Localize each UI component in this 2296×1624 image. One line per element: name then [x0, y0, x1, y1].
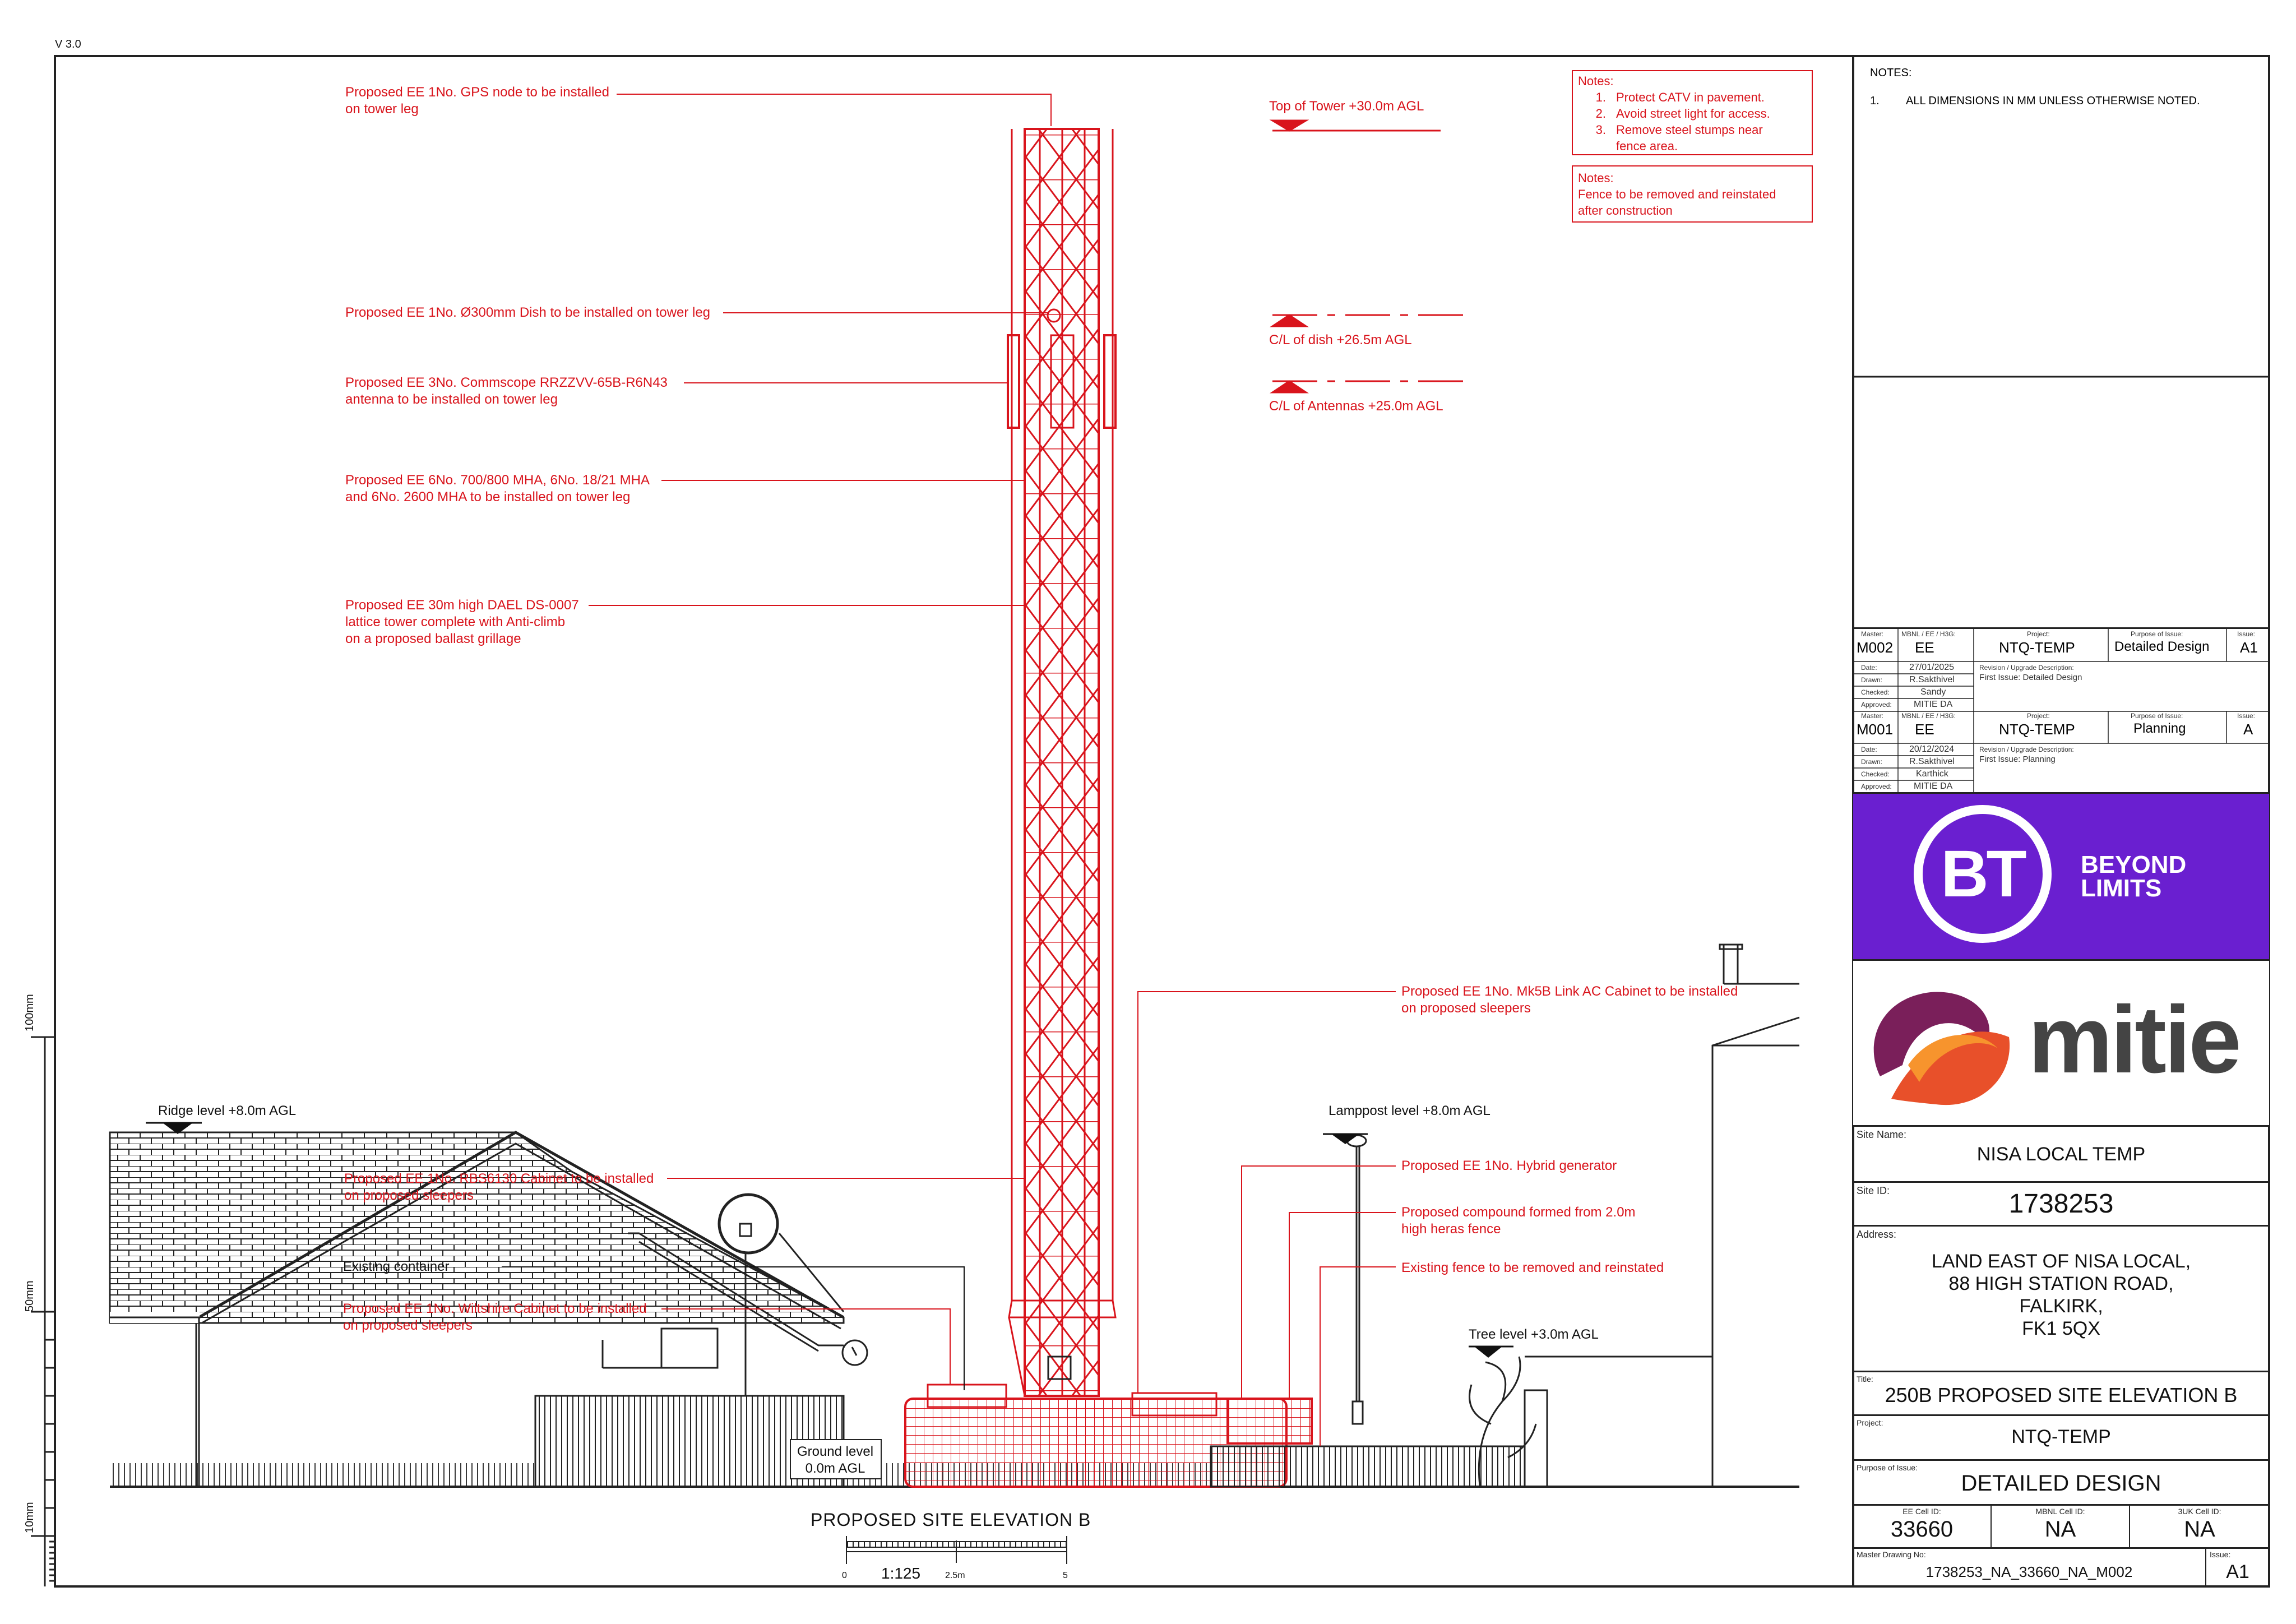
- middle-building: [601, 1232, 868, 1396]
- drawing-border: [54, 55, 2270, 1588]
- callout-fence: Existing fence to be removed and reinsta…: [1401, 1260, 1664, 1275]
- scale-ratio: 1:125: [881, 1565, 921, 1582]
- callout-rbs: Proposed EE 1No. RBS6130 Cabinet to be i…: [344, 1171, 654, 1203]
- wiltshire-cabinet: [927, 1384, 1007, 1408]
- mbnl-cell-id: MBNL Cell ID: NA: [1992, 1506, 2130, 1548]
- project-block: Project: NTQ-TEMP: [1853, 1414, 2269, 1459]
- callout-antenna: Proposed EE 3No. Commscope RRZZVV-65B-R6…: [345, 375, 668, 407]
- cell-ids-block: EE Cell ID: 33660 MBNL Cell ID: NA 3UK C…: [1853, 1504, 2269, 1548]
- level-top-tower: Top of Tower +30.0m AGL: [1269, 99, 1424, 114]
- title-field-block: Title: 250B PROPOSED SITE ELEVATION B: [1853, 1371, 2269, 1414]
- right-building: [1524, 943, 1800, 1488]
- lattice-tower: [1007, 128, 1117, 1397]
- callout-generator: Proposed EE 1No. Hybrid generator: [1401, 1158, 1617, 1173]
- tree: [1469, 1356, 1537, 1486]
- general-notes: NOTES: 1.ALL DIMENSIONS IN MM UNLESS OTH…: [1870, 67, 2200, 107]
- callout-dish: Proposed EE 1No. Ø300mm Dish to be insta…: [345, 305, 711, 320]
- level-antennas: C/L of Antennas +25.0m AGL: [1269, 399, 1443, 414]
- scale-tick-0: 0: [842, 1571, 847, 1580]
- ruler-label-10: 10mm: [24, 1502, 36, 1533]
- ruler-label-100: 100mm: [24, 994, 36, 1031]
- lamppost: [1346, 1134, 1367, 1425]
- mk5b-cabinet: [1131, 1392, 1218, 1417]
- notes-box-1: [1572, 70, 1813, 155]
- purpose-block: Purpose of Issue: DETAILED DESIGN: [1853, 1459, 2269, 1504]
- ruler-label-50: 50mm: [24, 1280, 36, 1312]
- callout-wiltshire: Proposed EE 1No. Wiltshire Cabinet to be…: [343, 1301, 647, 1333]
- callout-mha: Proposed EE 6No. 700/800 MHA, 6No. 18/21…: [345, 473, 650, 505]
- address-block: Address: LAND EAST OF NISA LOCAL, 88 HIG…: [1853, 1225, 2269, 1371]
- scale-bar: [846, 1536, 1067, 1564]
- revision-grid-m001: [1853, 711, 2269, 794]
- level-tree: Tree level +3.0m AGL: [1469, 1327, 1599, 1342]
- level-dish: C/L of dish +26.5m AGL: [1269, 332, 1412, 348]
- callout-container: Existing container: [343, 1259, 450, 1274]
- ground-level-box: [790, 1439, 882, 1479]
- callout-mk5b: Proposed EE 1No. Mk5B Link AC Cabinet to…: [1401, 984, 1738, 1016]
- site-id-block: Site ID: 1738253: [1853, 1181, 2269, 1225]
- level-markers: [1269, 119, 1463, 394]
- level-ridge: Ridge level +8.0m AGL: [158, 1103, 297, 1118]
- ee-cell-id: EE Cell ID: 33660: [1853, 1506, 1992, 1548]
- master-drawing-block: Master Drawing No: 1738253_NA_33660_NA_M…: [1853, 1547, 2269, 1587]
- callout-gps: Proposed EE 1No. GPS node to be installe…: [345, 85, 609, 117]
- bt-roundel: BT: [1914, 805, 2052, 943]
- scale-tick-5: 5: [1063, 1571, 1068, 1580]
- hybrid-generator: [1226, 1398, 1313, 1445]
- 3uk-cell-id: 3UK Cell ID: NA: [2178, 1507, 2221, 1542]
- elevation-title: PROPOSED SITE ELEVATION B: [811, 1510, 1091, 1530]
- notes-box-2: [1572, 165, 1813, 223]
- existing-fence: [1210, 1445, 1526, 1488]
- revision-grid-m002: [1853, 629, 2269, 712]
- notes-1: Notes: 1.Protect CATV in pavement. 2.Avo…: [1578, 74, 1770, 153]
- container-leader: [502, 1266, 965, 1390]
- left-ruler: [31, 1036, 55, 1586]
- level-lamppost: Lamppost level +8.0m AGL: [1328, 1103, 1490, 1118]
- leader-lines: [589, 94, 1396, 1446]
- site-name-block: Site Name: NISA LOCAL TEMP: [1853, 1125, 2269, 1181]
- scale-tick-25: 2.5m: [945, 1571, 965, 1580]
- revision-row-m002: Master: MBNL / EE / H3G: Project: Purpos…: [1853, 628, 2269, 712]
- mitie-swoosh-icon: [1873, 992, 2010, 1105]
- revision-row-m001: Master: MBNL / EE / H3G: Project: Purpos…: [1853, 711, 2269, 794]
- mitie-wordmark: mitie: [2028, 987, 2242, 1093]
- ridge-level-marker: [163, 1123, 193, 1134]
- version-label: V 3.0: [55, 38, 81, 50]
- mitie-logo: mitie: [1853, 959, 2269, 1127]
- notes-2: Notes: Fence to be removed and reinstate…: [1578, 171, 1776, 218]
